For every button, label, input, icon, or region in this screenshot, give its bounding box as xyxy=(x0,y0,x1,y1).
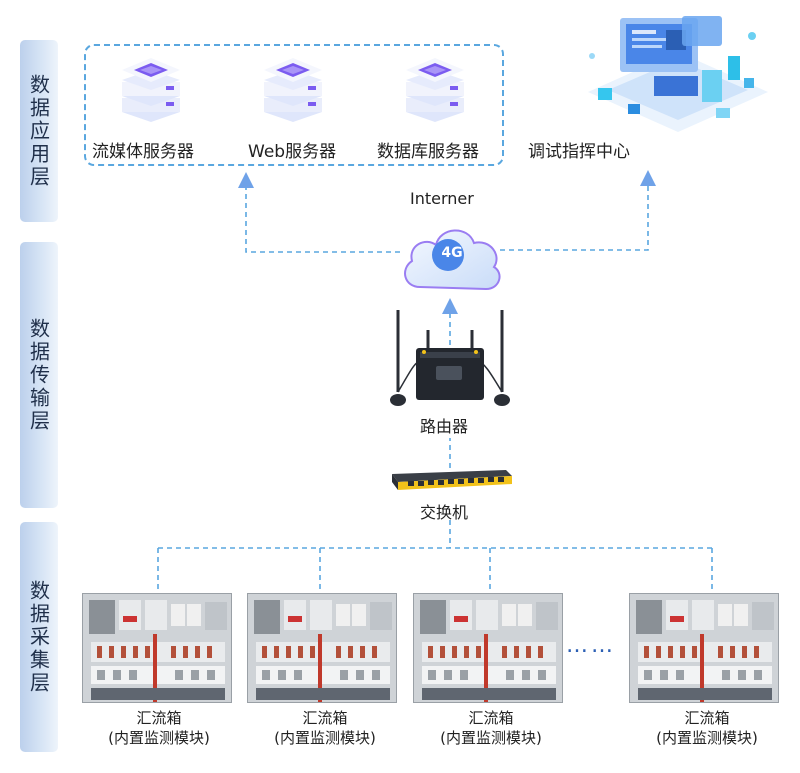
command-center-label: 调试指挥中心 xyxy=(528,142,630,162)
server-stack-icon xyxy=(406,58,464,122)
router-label: 路由器 xyxy=(420,417,469,436)
layer-label-transmission: 数据传输层 xyxy=(20,242,58,508)
combiner-box-photo xyxy=(629,593,779,703)
layer-label-collection: 数据采集层 xyxy=(20,522,58,752)
layer-label-application: 数据应用层 xyxy=(20,40,58,222)
layer-transmission-text: 数据传输层 xyxy=(26,317,51,433)
combiner-box-detail: (内置监测模块) xyxy=(656,729,758,747)
line-cloud-to-center xyxy=(500,170,656,251)
combiner-box-label: 汇流箱 (内置监测模块) xyxy=(84,708,234,748)
cloud-icon xyxy=(404,229,501,291)
switch-label: 交换机 xyxy=(420,503,469,522)
server-stack-icon xyxy=(264,58,322,122)
combiner-box-name: 汇流箱 xyxy=(684,709,730,727)
layer-application-text: 数据应用层 xyxy=(26,73,51,189)
combiner-box-name: 汇流箱 xyxy=(302,709,348,727)
cloud-4g-label: 4G xyxy=(441,245,463,261)
combiner-box-photo xyxy=(413,593,563,703)
combiner-box-photo xyxy=(247,593,397,703)
combiner-box-detail: (内置监测模块) xyxy=(108,729,210,747)
command-center-isometric-icon xyxy=(588,16,768,132)
server-stack-icon xyxy=(122,58,180,122)
combiner-box-name: 汇流箱 xyxy=(468,709,514,727)
server-label: 数据库服务器 xyxy=(377,142,479,162)
combiner-box-photo xyxy=(82,593,232,703)
server-label: Web服务器 xyxy=(248,142,337,162)
combiner-box-detail: (内置监测模块) xyxy=(440,729,542,747)
ellipsis: …… xyxy=(566,633,616,658)
combiner-box-label: 汇流箱 (内置监测模块) xyxy=(250,708,400,748)
router-icon xyxy=(390,310,510,406)
network-switch-icon xyxy=(392,470,512,490)
cloud-title: Interner xyxy=(410,189,474,208)
combiner-box-detail: (内置监测模块) xyxy=(274,729,376,747)
combiner-box-label: 汇流箱 (内置监测模块) xyxy=(632,708,782,748)
application-server-group xyxy=(84,44,504,166)
layer-collection-text: 数据采集层 xyxy=(26,579,51,695)
combiner-box-name: 汇流箱 xyxy=(136,709,182,727)
line-cloud-to-app xyxy=(238,172,400,253)
combiner-box-label: 汇流箱 (内置监测模块) xyxy=(416,708,566,748)
server-label: 流媒体服务器 xyxy=(92,142,194,162)
